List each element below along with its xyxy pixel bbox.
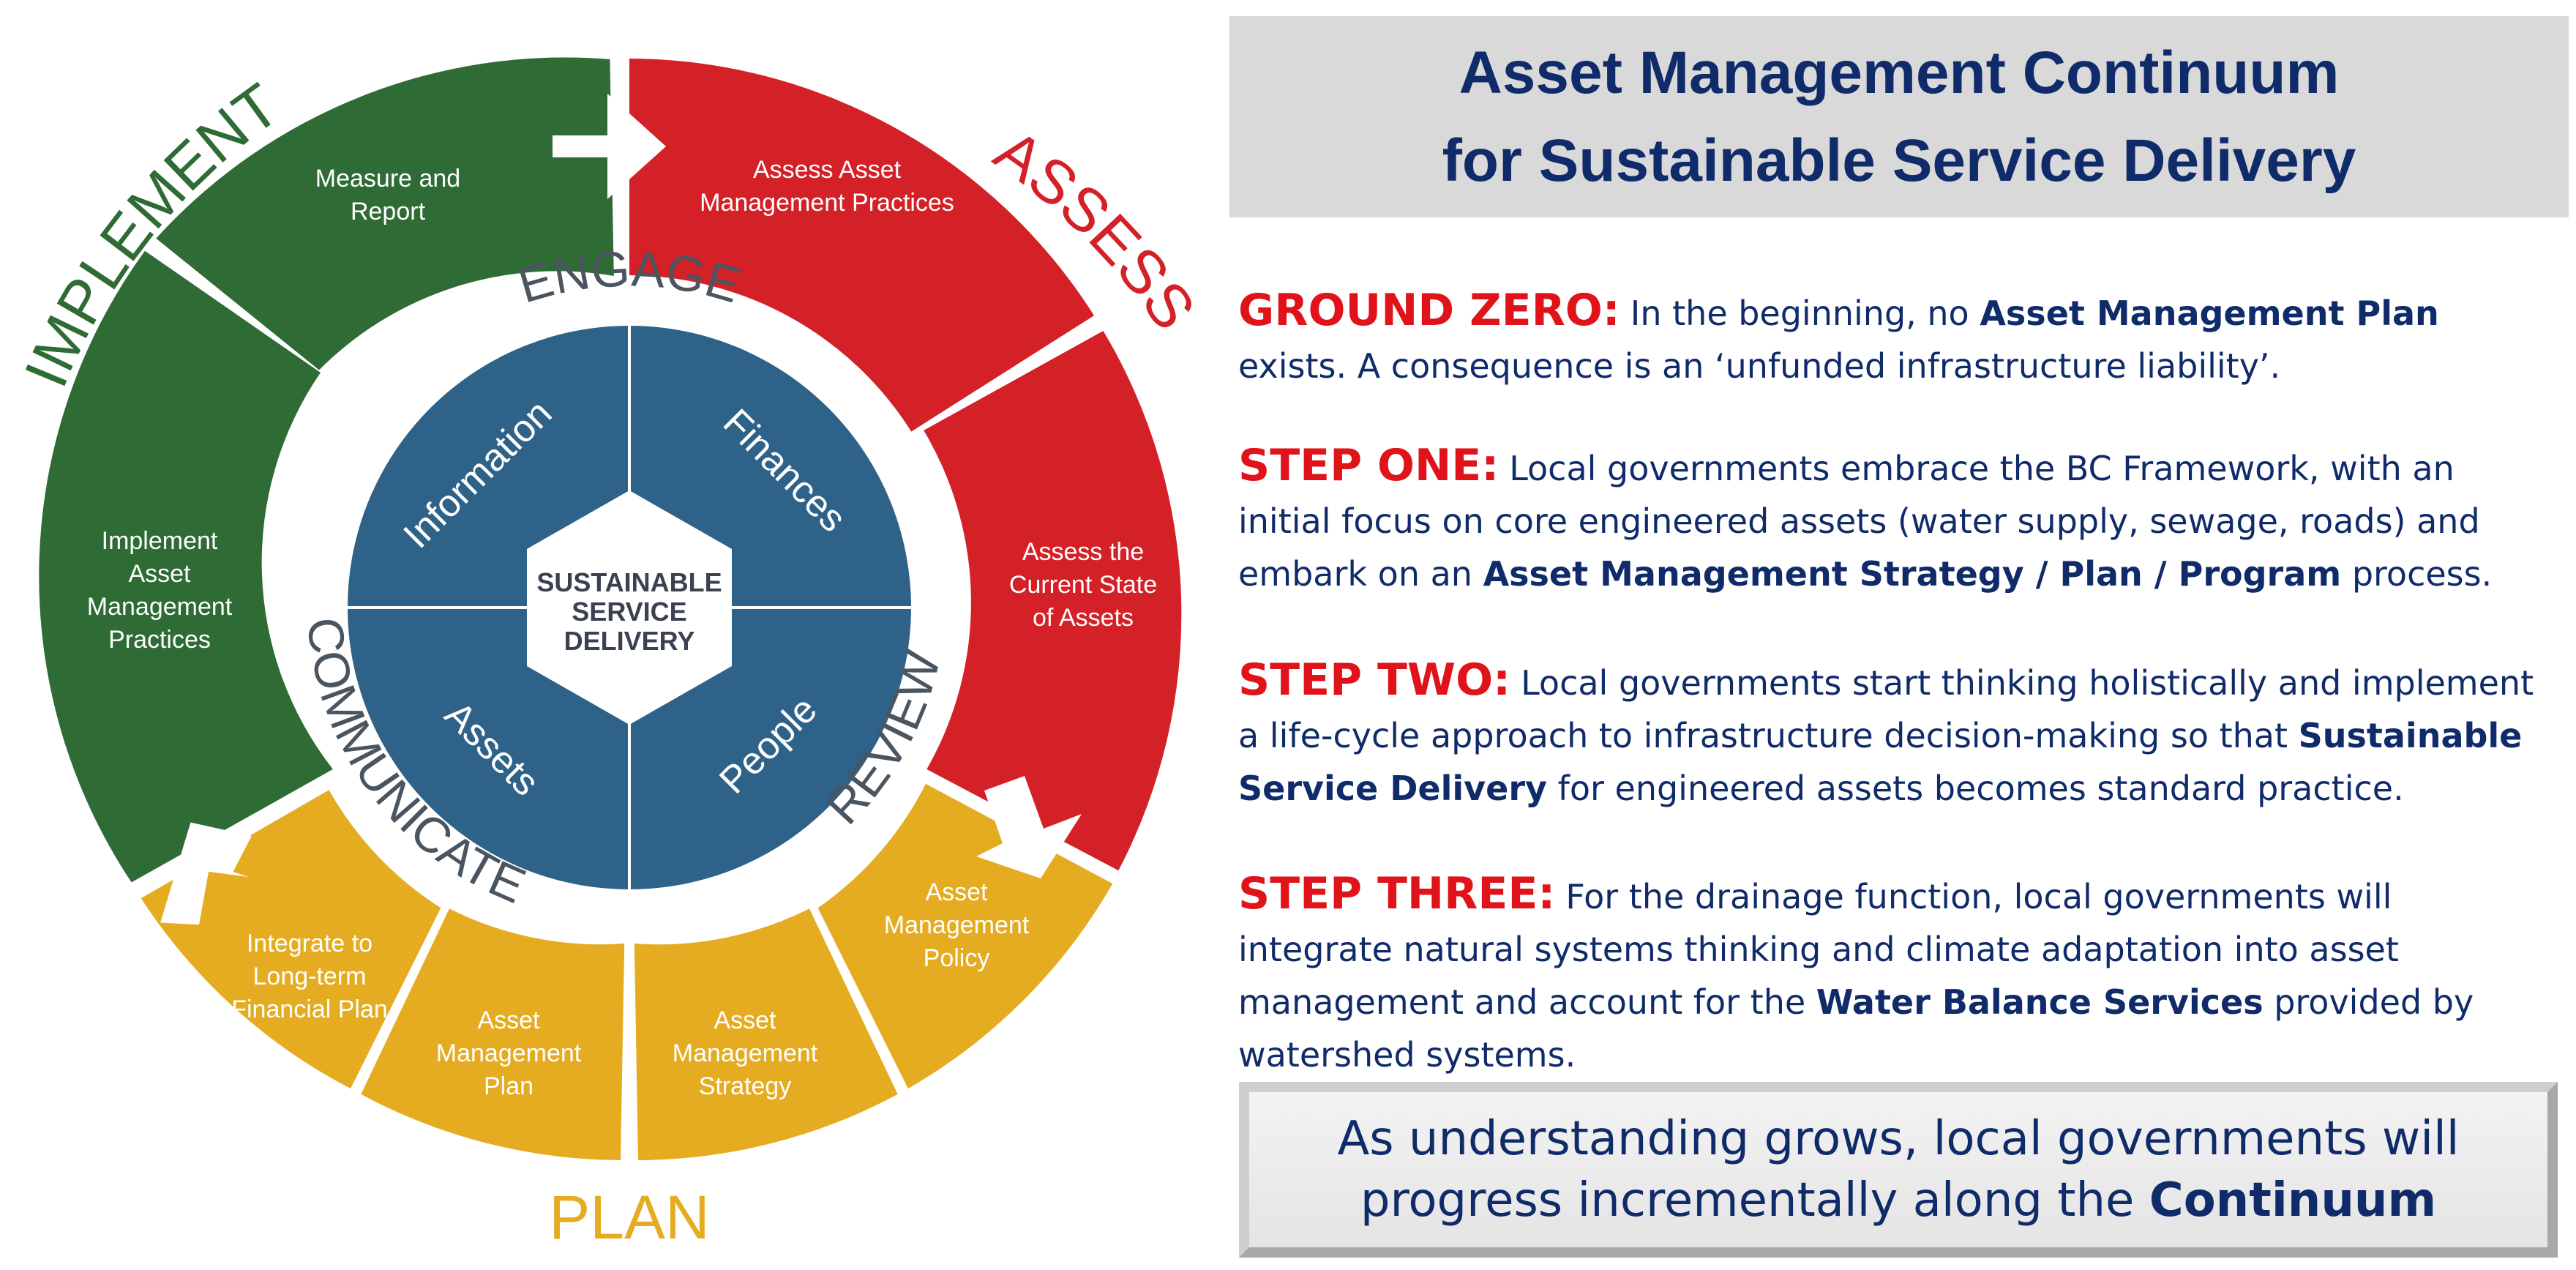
label-assess-state-line2: Current State — [1009, 571, 1157, 599]
step-bold-text: Sustainable Service Delivery — [1238, 716, 2523, 808]
summary-line2-prefix: progress incrementally along the — [1360, 1173, 2149, 1228]
label-implement-line3: Management — [87, 593, 233, 621]
label-implement-line4: Practices — [108, 626, 211, 654]
label-assess-state-line3: of Assets — [1033, 604, 1134, 632]
label-implement-line2: Asset — [128, 560, 191, 588]
label-assess-practices-line2: Management Practices — [700, 189, 954, 217]
label-assess-state-line1: Assess the — [1022, 538, 1144, 566]
center-line1: SUSTAINABLE — [536, 567, 722, 597]
step-heading: STEP TWO: — [1238, 654, 1511, 706]
step-bold-text: Asset Management Strategy / Plan / Progr… — [1483, 554, 2342, 594]
step-text: Local governments embrace the BC Framewo… — [1238, 449, 2480, 594]
step-one: STEP ONE:Local governments embrace the B… — [1238, 439, 2556, 600]
segment-measure-and-report — [156, 57, 614, 370]
segment-assess-current-state — [924, 331, 1182, 871]
label-measure-line2: Report — [351, 198, 426, 225]
summary-callout-box: As understanding grows, local government… — [1239, 1082, 2558, 1258]
step-bold-text: Water Balance Services — [1816, 982, 2264, 1022]
label-strategy-line2: Management — [673, 1039, 818, 1067]
summary-line2: progress incrementally along the Continu… — [1337, 1170, 2459, 1231]
segment-asset-management-plan — [361, 908, 625, 1160]
label-policy-line1: Asset — [925, 878, 988, 906]
transition-arrows — [160, 94, 1082, 925]
label-assess-practices-line1: Assess Asset — [753, 156, 902, 184]
step-three: STEP THREE:For the drainage function, lo… — [1238, 867, 2556, 1081]
arrow-implement-to-assess — [553, 94, 666, 199]
step-two: STEP TWO:Local governments start thinkin… — [1238, 654, 2556, 815]
label-integrate-line1: Integrate to — [247, 930, 372, 957]
center-hexagon — [527, 490, 732, 725]
segment-asset-management-strategy — [634, 908, 898, 1160]
label-plan-line3: Plan — [484, 1072, 533, 1100]
step-heading: STEP THREE: — [1238, 868, 1556, 919]
step-text: provided by watershed systems. — [1238, 982, 2474, 1075]
step-text: In the beginning, no — [1630, 294, 1980, 333]
phase-plan: PLAN — [549, 1183, 709, 1252]
summary-line2-bold: Continuum — [2149, 1173, 2437, 1228]
center-line2: SERVICE — [572, 597, 686, 627]
step-bold-text: Asset Management Plan — [1980, 294, 2439, 333]
center-line3: DELIVERY — [564, 626, 695, 656]
label-integrate-line3: Financial Plan — [231, 996, 388, 1023]
arrow-plan-to-implement — [160, 822, 252, 925]
inner-circle: Information Finances Assets People SUSTA… — [348, 326, 911, 889]
label-strategy-line1: Asset — [714, 1006, 776, 1034]
label-plan-line1: Asset — [477, 1006, 540, 1034]
arrow-assess-to-plan — [976, 776, 1082, 878]
label-strategy-line3: Strategy — [699, 1072, 792, 1100]
step-text: process. — [2341, 554, 2493, 594]
step-text: For the drainage function, local governm… — [1238, 877, 2399, 1022]
step-text: exists. A consequence is an ‘unfunded in… — [1238, 346, 2281, 386]
step-text: for engineered assets becomes standard p… — [1547, 769, 2404, 808]
step-text: Local governments start thinking holisti… — [1238, 663, 2534, 755]
label-policy-line3: Policy — [924, 944, 990, 972]
title-line2: for Sustainable Service Delivery — [1442, 127, 2356, 194]
step-heading: GROUND ZERO: — [1238, 285, 1620, 336]
segment-implement-practices — [39, 250, 333, 883]
label-implement-line1: Implement — [102, 527, 218, 555]
title-line1: Asset Management Continuum — [1459, 39, 2340, 106]
title-banner: Asset Management Continuum for Sustainab… — [1229, 16, 2569, 217]
segment-assess-practices — [629, 59, 1094, 432]
step-heading: STEP ONE: — [1238, 440, 1499, 491]
step-ground-zero: GROUND ZERO: In the beginning, no Asset M… — [1238, 284, 2556, 392]
label-plan-line2: Management — [436, 1039, 582, 1067]
label-policy-line2: Management — [884, 911, 1030, 939]
label-measure-line1: Measure and — [315, 165, 460, 193]
label-integrate-line2: Long-term — [253, 963, 367, 990]
summary-line1: As understanding grows, local government… — [1337, 1112, 2460, 1166]
